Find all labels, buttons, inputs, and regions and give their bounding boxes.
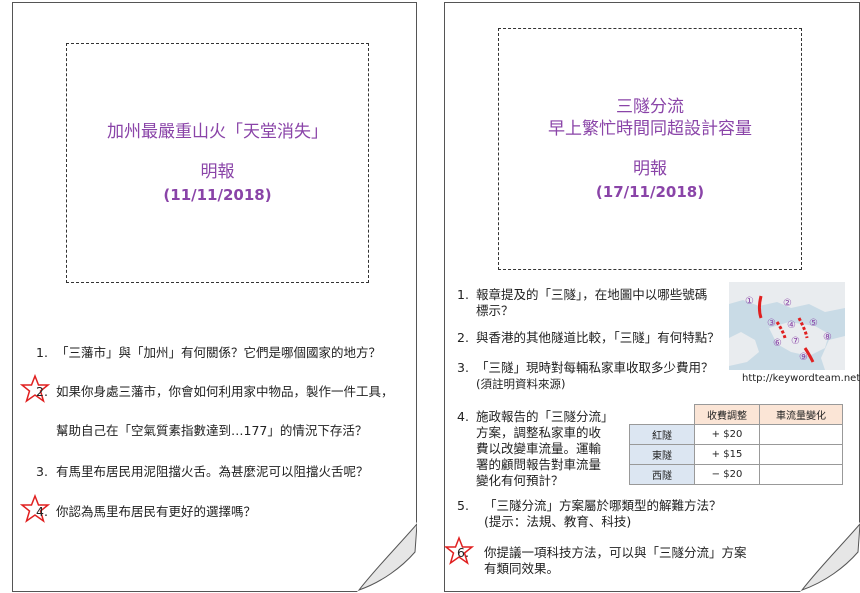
- question-text: 「三隧分流」方案屬於哪類型的解難方法？: [484, 498, 722, 513]
- question-text: 與香港的其他隧道比較，「三隧」有何特點？: [476, 330, 720, 345]
- map-number: ⑨: [799, 352, 808, 363]
- tunnel-name: 西隧: [629, 464, 695, 485]
- article-source: 明報: [633, 159, 667, 179]
- question-text: (提示：法規、教育、科技): [484, 514, 632, 529]
- question-number: 2.: [36, 384, 48, 399]
- article-date: (11/11/2018): [163, 186, 272, 204]
- article-source: 明報: [200, 162, 235, 182]
- question-text: 費以改變車流量。運輸: [476, 441, 602, 456]
- question-item: 3. 有馬里布居民用泥阻擋火舌。為甚麼泥可以阻擋火舌呢？: [36, 464, 406, 480]
- traffic-change[interactable]: [759, 424, 843, 445]
- article-title: 加州最嚴重山火「天堂消失」: [107, 122, 328, 142]
- table-row: 紅隧 + $20: [629, 424, 843, 445]
- question-number: 5.: [457, 498, 469, 513]
- question-number: 1.: [36, 345, 48, 360]
- map-number: ④: [787, 320, 796, 331]
- question-text: 有類同效果。: [484, 561, 560, 576]
- article-title-line2: 早上繁忙時間同超設計容量: [548, 119, 752, 139]
- question-text: 有馬里布居民用泥阻擋火舌。為甚麼泥可以阻擋火舌呢？: [56, 464, 369, 479]
- question-number: 6.: [457, 545, 469, 560]
- question-item: 4. 施政報告的「三隧分流」 方案，調整私家車的收 費以改變車流量。運輸 署的顧…: [457, 409, 622, 489]
- question-item: 3. 「三隧」現時對每輛私家車收取多少費用？ (須註明資料來源): [457, 360, 732, 392]
- question-text: 幫助自己在「空氣質素指數達到…177」的情況下存活？: [56, 423, 368, 438]
- map-number: ③: [767, 318, 776, 329]
- tunnel-name: 紅隧: [629, 424, 695, 445]
- question-item: 4. 你認為馬里布居民有更好的選擇嗎？: [36, 504, 406, 520]
- article-title-line1: 三隧分流: [616, 97, 684, 117]
- map-source-url: http://keywordteam.net/: [742, 373, 860, 384]
- toll-table: 收費調整 車流量變化 紅隧 + $20 東隧 + $15 西隧 − $20: [629, 404, 843, 485]
- table-row: 東隧 + $15: [629, 444, 843, 465]
- question-item: 5. 「三隧分流」方案屬於哪類型的解難方法？ (提示：法規、教育、科技): [457, 498, 757, 530]
- star-icon: [444, 536, 474, 565]
- question-item: 1. 「三藩市」與「加州」有何關係？它們是哪個國家的地方？: [36, 345, 406, 361]
- tunnel-map: ① ② ③ ④ ⑤ ⑥ ⑦ ⑧ ⑨: [729, 282, 845, 370]
- question-text: 「三藩市」與「加州」有何關係？它們是哪個國家的地方？: [56, 345, 382, 360]
- question-text: 報章提及的「三隧」，在地圖中以哪些號碼: [476, 287, 708, 302]
- map-number: ⑦: [791, 336, 800, 347]
- map-number: ⑤: [809, 318, 818, 329]
- question-text: (須註明資料來源): [476, 377, 566, 391]
- fee-change: + $15: [694, 444, 760, 465]
- worksheet-page-left: [12, 2, 417, 592]
- traffic-change[interactable]: [759, 464, 843, 485]
- question-text: 你認為馬里布居民有更好的選擇嗎？: [56, 504, 257, 519]
- star-icon: [20, 494, 50, 523]
- question-item: 2. 與香港的其他隧道比較，「三隧」有何特點？: [457, 330, 727, 346]
- table-row: 西隧 − $20: [629, 464, 843, 485]
- page-curl-icon: [357, 522, 417, 592]
- question-text: 署的顧問報告對車流量: [476, 457, 602, 472]
- page-curl-icon: [800, 522, 860, 592]
- map-number: ②: [783, 298, 792, 309]
- map-number: ⑧: [823, 332, 832, 343]
- question-number: 4.: [36, 504, 48, 519]
- article-box-right: 三隧分流 早上繁忙時間同超設計容量 明報 (17/11/2018): [498, 28, 802, 270]
- question-item: 2. 如果你身處三藩市，你會如何利用家中物品，製作一件工具， 幫助自己在「空氣質…: [36, 384, 411, 439]
- star-icon: [20, 374, 50, 403]
- question-text: 變化有何預計？: [476, 473, 564, 488]
- question-number: 1.: [457, 287, 469, 302]
- tunnel-name: 東隧: [629, 444, 695, 465]
- fee-change: − $20: [694, 464, 760, 485]
- question-text: 如果你身處三藩市，你會如何利用家中物品，製作一件工具，: [56, 384, 394, 399]
- question-item: 1. 報章提及的「三隧」，在地圖中以哪些號碼 標示？: [457, 287, 727, 319]
- question-text: 方案，調整私家車的收: [476, 425, 602, 440]
- question-number: 4.: [457, 409, 469, 424]
- fee-change: + $20: [694, 424, 760, 445]
- question-text: 標示？: [476, 303, 514, 318]
- question-text: 「三隧」現時對每輛私家車收取多少費用？: [476, 360, 714, 375]
- article-date: (17/11/2018): [595, 183, 705, 201]
- question-number: 3.: [457, 360, 469, 375]
- traffic-change[interactable]: [759, 444, 843, 465]
- map-number: ①: [745, 296, 754, 307]
- question-item: 6. 你提議一項科技方法，可以與「三隧分流」方案 有類同效果。: [457, 545, 777, 577]
- table-header: 車流量變化: [759, 404, 843, 425]
- question-number: 3.: [36, 464, 48, 479]
- question-text: 施政報告的「三隧分流」: [476, 409, 614, 424]
- map-number: ⑥: [773, 338, 782, 349]
- question-number: 2.: [457, 330, 469, 345]
- question-text: 你提議一項科技方法，可以與「三隧分流」方案: [484, 545, 747, 560]
- article-box-left: 加州最嚴重山火「天堂消失」 明報 (11/11/2018): [66, 43, 369, 283]
- table-header: 收費調整: [694, 404, 760, 425]
